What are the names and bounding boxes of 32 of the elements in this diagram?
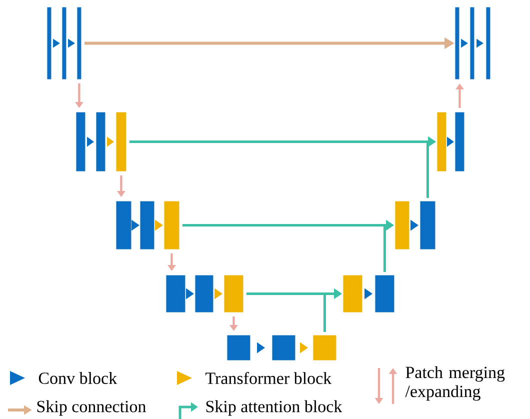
triangle-marker <box>476 38 484 48</box>
legend-label: Patch merging /expanding <box>405 366 505 401</box>
legend-label: Transformer block <box>206 372 332 384</box>
triangle-marker <box>53 38 60 48</box>
conv-block-bar <box>96 112 106 172</box>
triangle-marker <box>410 220 418 231</box>
transformer-block-bar <box>313 335 336 360</box>
triangle-marker <box>186 288 194 300</box>
conv-block-bar <box>272 335 296 360</box>
triangle-marker <box>107 136 114 147</box>
triangle-marker <box>300 342 308 354</box>
triangle-marker <box>155 220 163 231</box>
conv-block-bar <box>486 7 490 80</box>
transformer-block-bar <box>116 112 126 172</box>
triangle-marker <box>447 136 454 147</box>
transformer-block-bar <box>343 275 362 312</box>
triangle-marker <box>461 38 468 48</box>
conv-block-bar <box>227 335 250 360</box>
conv-block-bar <box>77 7 82 80</box>
triangle-marker <box>68 38 75 48</box>
conv-block-bar <box>470 7 474 80</box>
triangle-marker <box>87 136 94 147</box>
conv-block-bar <box>375 275 394 312</box>
triangle-marker <box>132 220 140 231</box>
legend-label: Skip connection <box>37 400 146 416</box>
legend-label: Skip attention block <box>206 400 342 416</box>
triangle-marker <box>257 342 265 354</box>
triangle-marker <box>364 288 372 300</box>
transformer-block-bar <box>437 112 446 172</box>
legend-label: Conv block <box>38 372 118 384</box>
triangle-marker <box>214 288 222 300</box>
transformer-block-bar <box>395 201 410 250</box>
